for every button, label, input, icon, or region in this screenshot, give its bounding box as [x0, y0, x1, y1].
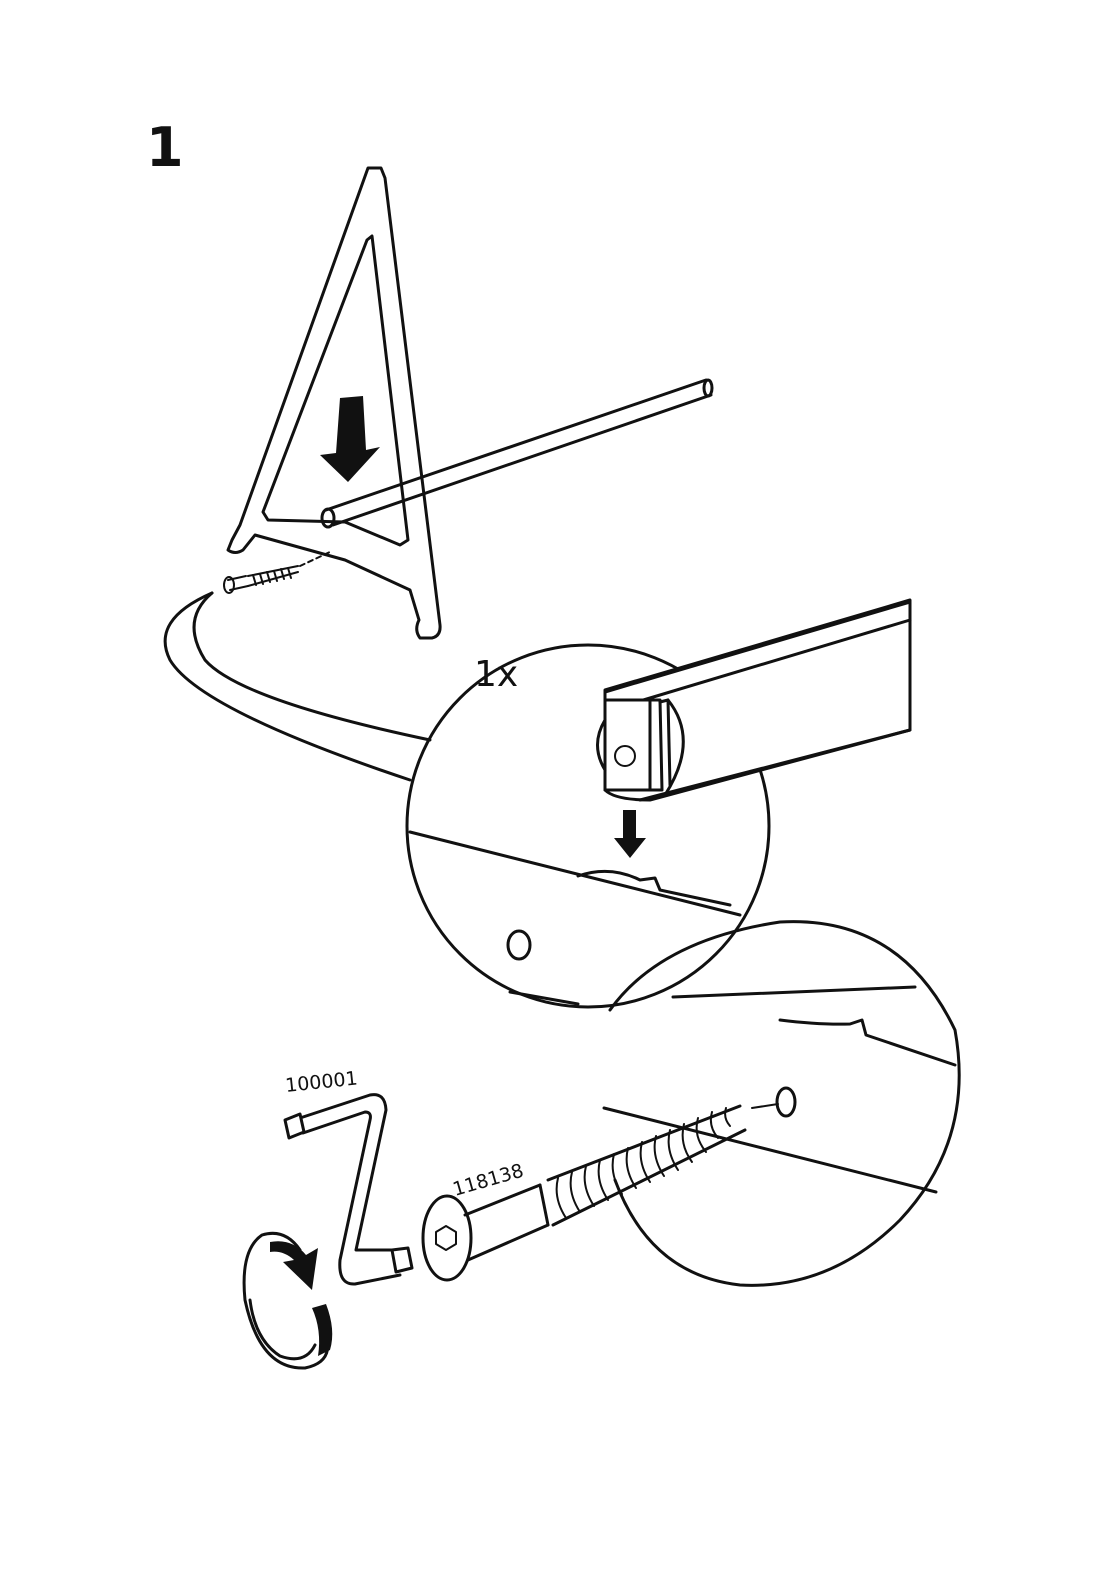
a-frame-leg [228, 168, 440, 638]
step-number: 1 [146, 116, 184, 179]
magnifier-circle-icon [604, 922, 959, 1286]
down-arrow-icon [320, 396, 380, 482]
quantity-label: 1x [474, 654, 518, 695]
beam-end [598, 600, 911, 800]
rod [322, 380, 712, 527]
rotate-arrow-icon [244, 1233, 332, 1368]
down-arrow-icon [614, 810, 646, 858]
callout-sweep [165, 593, 430, 780]
allen-key-part-number: 100001 [284, 1068, 358, 1097]
small-screw-icon [224, 552, 330, 593]
